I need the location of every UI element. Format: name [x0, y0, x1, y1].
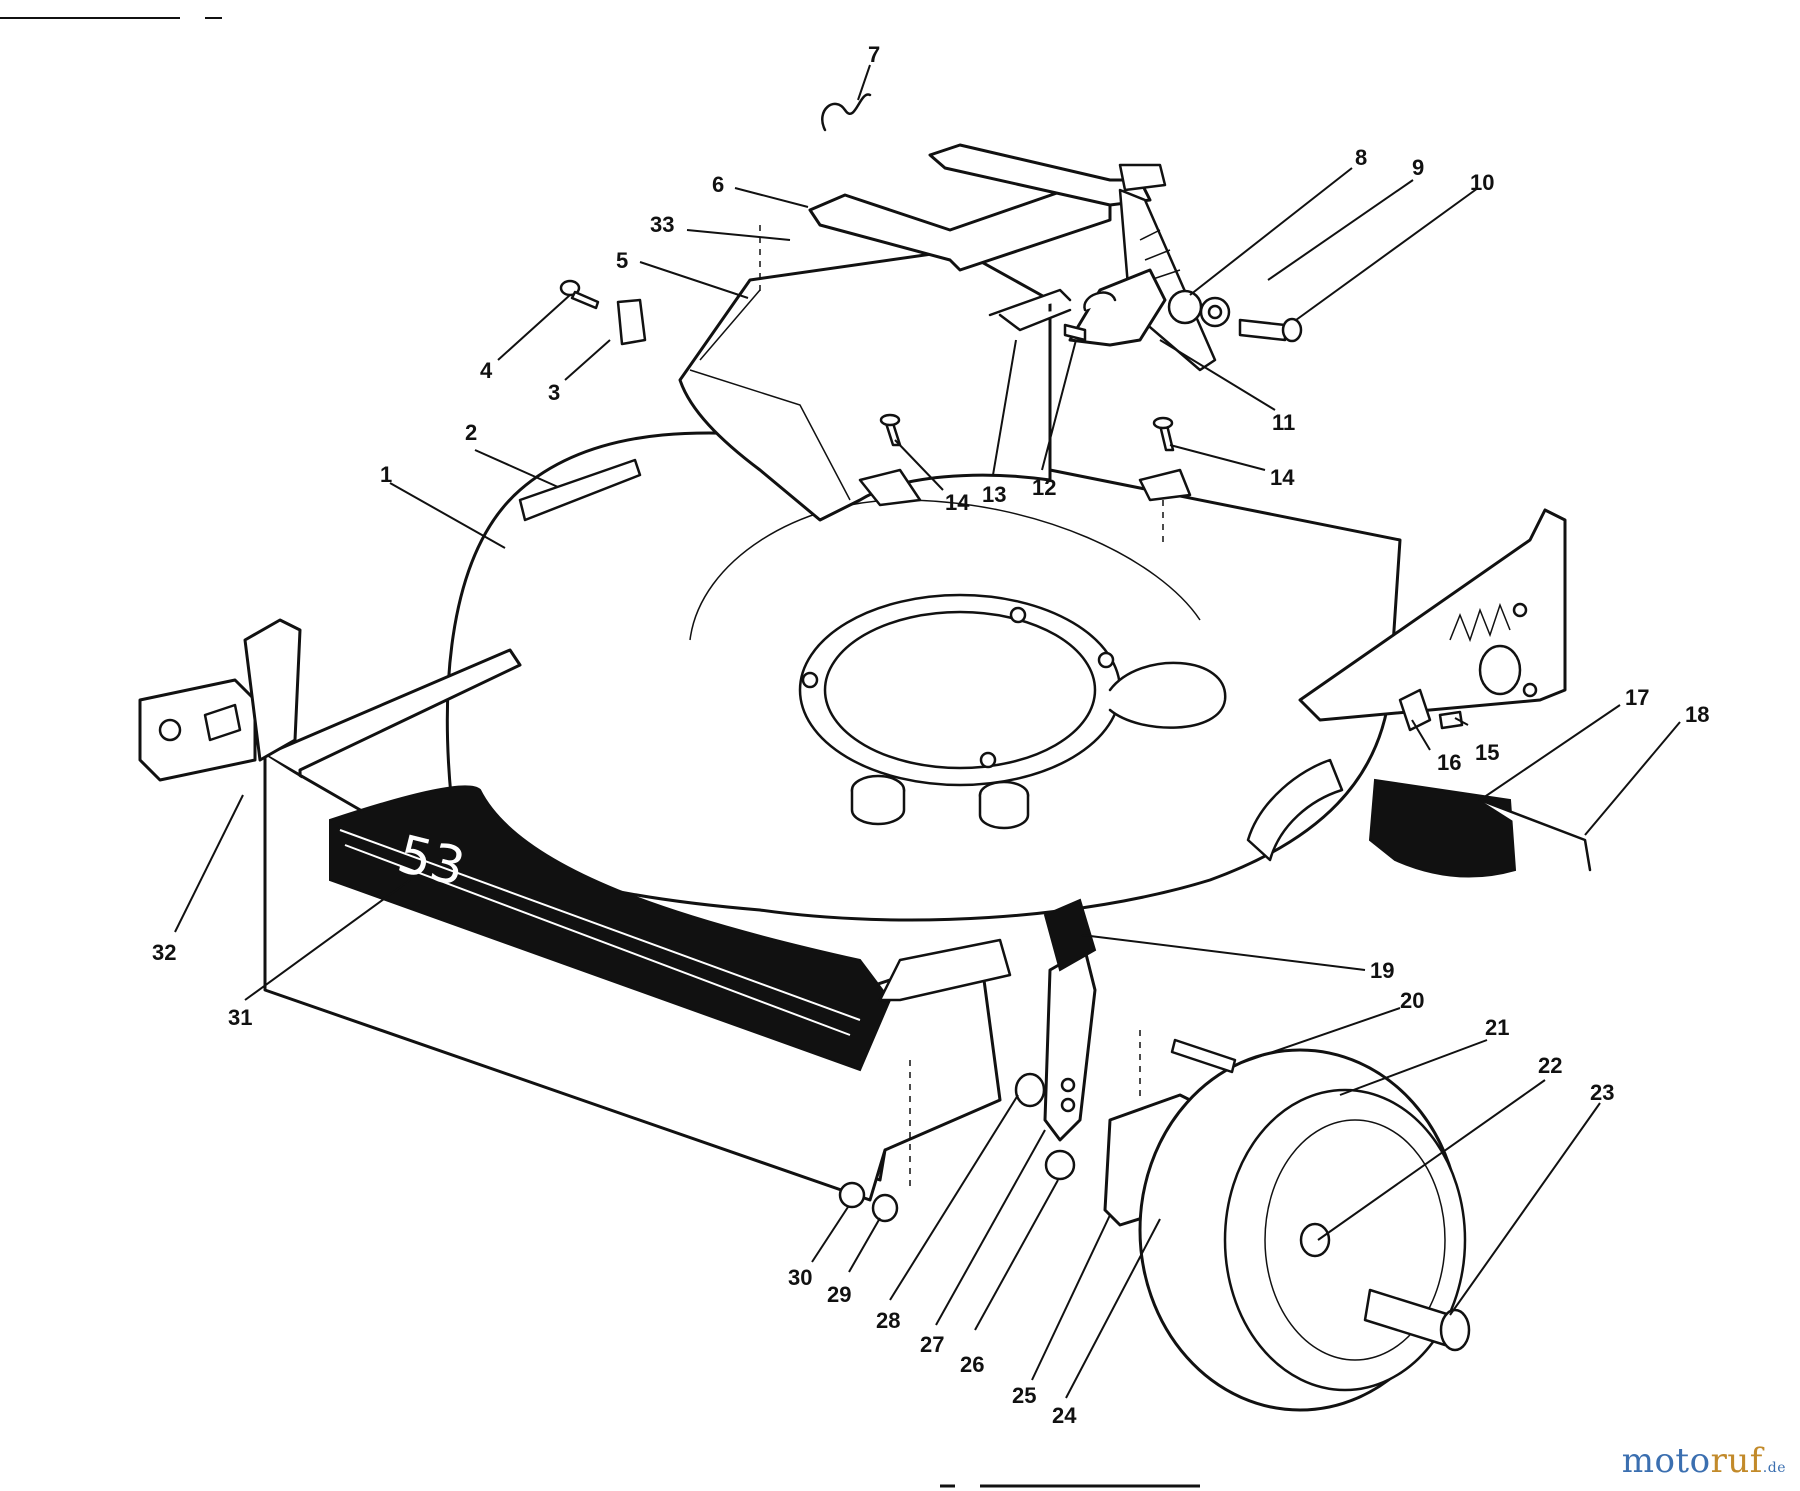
callout-17: 17	[1625, 685, 1649, 710]
callout-6: 6	[712, 172, 724, 197]
front-height-lever	[1043, 948, 1097, 1142]
callout-3: 3	[548, 380, 560, 405]
assembly-lines	[759, 225, 1164, 1190]
spring	[988, 288, 1072, 332]
wire-7	[821, 93, 872, 132]
callout-31: 31	[228, 1005, 252, 1030]
callout-23: 23	[1590, 1080, 1614, 1105]
mower-deck	[445, 431, 1402, 922]
callout-14-left: 14	[945, 490, 970, 515]
callout-20: 20	[1400, 988, 1424, 1013]
clip-3	[616, 298, 647, 346]
callout-29: 29	[827, 1282, 851, 1307]
front-wheel	[1138, 1048, 1467, 1412]
front-skirt: 53	[263, 648, 1012, 1202]
callout-5: 5	[616, 248, 628, 273]
callout-labels: 1 2 3 4 5 6 7 8 9 10 11 12 13 14 14 15 1…	[152, 42, 1709, 1428]
hinge-bracket	[1068, 268, 1167, 347]
rear-height-bracket	[1298, 508, 1567, 722]
callout-33: 33	[650, 212, 674, 237]
handle	[808, 143, 1217, 372]
rear-flap	[1368, 778, 1517, 878]
callout-32: 32	[152, 940, 176, 965]
callout-27: 27	[920, 1332, 944, 1357]
washer-assembly	[1167, 289, 1303, 343]
baffle-2	[518, 458, 642, 522]
callout-16: 16	[1437, 750, 1461, 775]
callout-12: 12	[1032, 475, 1056, 500]
washer-29	[871, 1193, 899, 1223]
callout-18: 18	[1685, 702, 1709, 727]
callout-26: 26	[960, 1352, 984, 1377]
callout-11: 11	[1272, 410, 1295, 435]
callout-25: 25	[1012, 1383, 1036, 1408]
callout-13: 13	[982, 482, 1006, 507]
left-height-bracket	[138, 618, 302, 782]
axle-bolt	[1363, 1288, 1471, 1352]
callout-28: 28	[876, 1308, 900, 1333]
nut-30	[838, 1181, 866, 1209]
wheel-bushing-22	[1299, 1222, 1331, 1258]
callout-10: 10	[1470, 170, 1494, 195]
callout-8: 8	[1355, 145, 1367, 170]
nut-26	[1044, 1149, 1076, 1181]
bolt-20	[1170, 1038, 1237, 1074]
washer-28	[1014, 1072, 1046, 1108]
callout-22: 22	[1538, 1053, 1562, 1078]
rear-flap-rod	[1478, 798, 1592, 872]
callout-4: 4	[480, 358, 493, 383]
clip-16	[1398, 688, 1432, 732]
screw-14-left	[858, 413, 922, 507]
callout-24: 24	[1052, 1403, 1077, 1428]
callout-21: 21	[1485, 1015, 1509, 1040]
callout-19: 19	[1370, 958, 1394, 983]
callout-30: 30	[788, 1265, 812, 1290]
leader-lines	[174, 64, 1681, 1399]
height-knob	[1043, 898, 1097, 972]
screw-4	[559, 279, 600, 310]
callout-9: 9	[1412, 155, 1424, 180]
callout-14-right: 14	[1270, 465, 1295, 490]
watermark-logo: motoruf.de	[1621, 1441, 1786, 1481]
callout-15: 15	[1475, 740, 1499, 765]
screw-14-right	[1138, 416, 1192, 502]
callout-1: 1	[380, 462, 392, 487]
bolt-12	[1063, 323, 1087, 342]
callout-2: 2	[465, 420, 477, 445]
callout-7: 7	[868, 42, 880, 67]
screw-15	[1438, 710, 1464, 730]
